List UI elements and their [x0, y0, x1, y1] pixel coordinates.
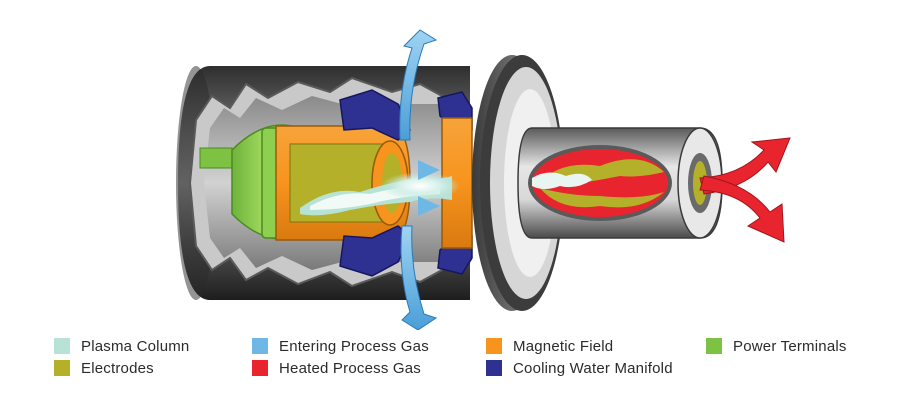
legend-item-plasma-column: Plasma Column — [54, 336, 189, 356]
legend-label: Power Terminals — [733, 337, 847, 355]
swatch-cooling-water-manifold — [486, 360, 502, 376]
swatch-electrodes — [54, 360, 70, 376]
legend-label: Cooling Water Manifold — [513, 359, 673, 377]
exit-nozzle — [517, 127, 723, 239]
swatch-power-terminals — [706, 338, 722, 354]
plasma-torch-diagram — [176, 29, 791, 330]
legend-item-power-terminals: Power Terminals — [706, 336, 847, 356]
legend-label: Heated Process Gas — [279, 359, 421, 377]
heated-process-gas-arrows — [699, 137, 791, 243]
legend-label: Magnetic Field — [513, 337, 614, 355]
swatch-magnetic-field — [486, 338, 502, 354]
legend-item-heated-process-gas: Heated Process Gas — [252, 358, 421, 378]
legend-label: Plasma Column — [81, 337, 190, 355]
swatch-entering-process-gas — [252, 338, 268, 354]
swatch-heated-process-gas — [252, 360, 268, 376]
legend-item-cooling-water-manifold: Cooling Water Manifold — [486, 358, 673, 378]
swatch-plasma-column — [54, 338, 70, 354]
legend-label: Entering Process Gas — [279, 337, 429, 355]
plasma-column — [300, 172, 460, 216]
legend-item-electrodes: Electrodes — [54, 358, 154, 378]
legend-item-entering-process-gas: Entering Process Gas — [252, 336, 429, 356]
entering-process-gas-arrows — [399, 29, 440, 330]
legend-label: Electrodes — [81, 359, 154, 377]
legend-item-magnetic-field: Magnetic Field — [486, 336, 613, 356]
legend: Plasma Column Electrodes Entering Proces… — [0, 334, 898, 414]
